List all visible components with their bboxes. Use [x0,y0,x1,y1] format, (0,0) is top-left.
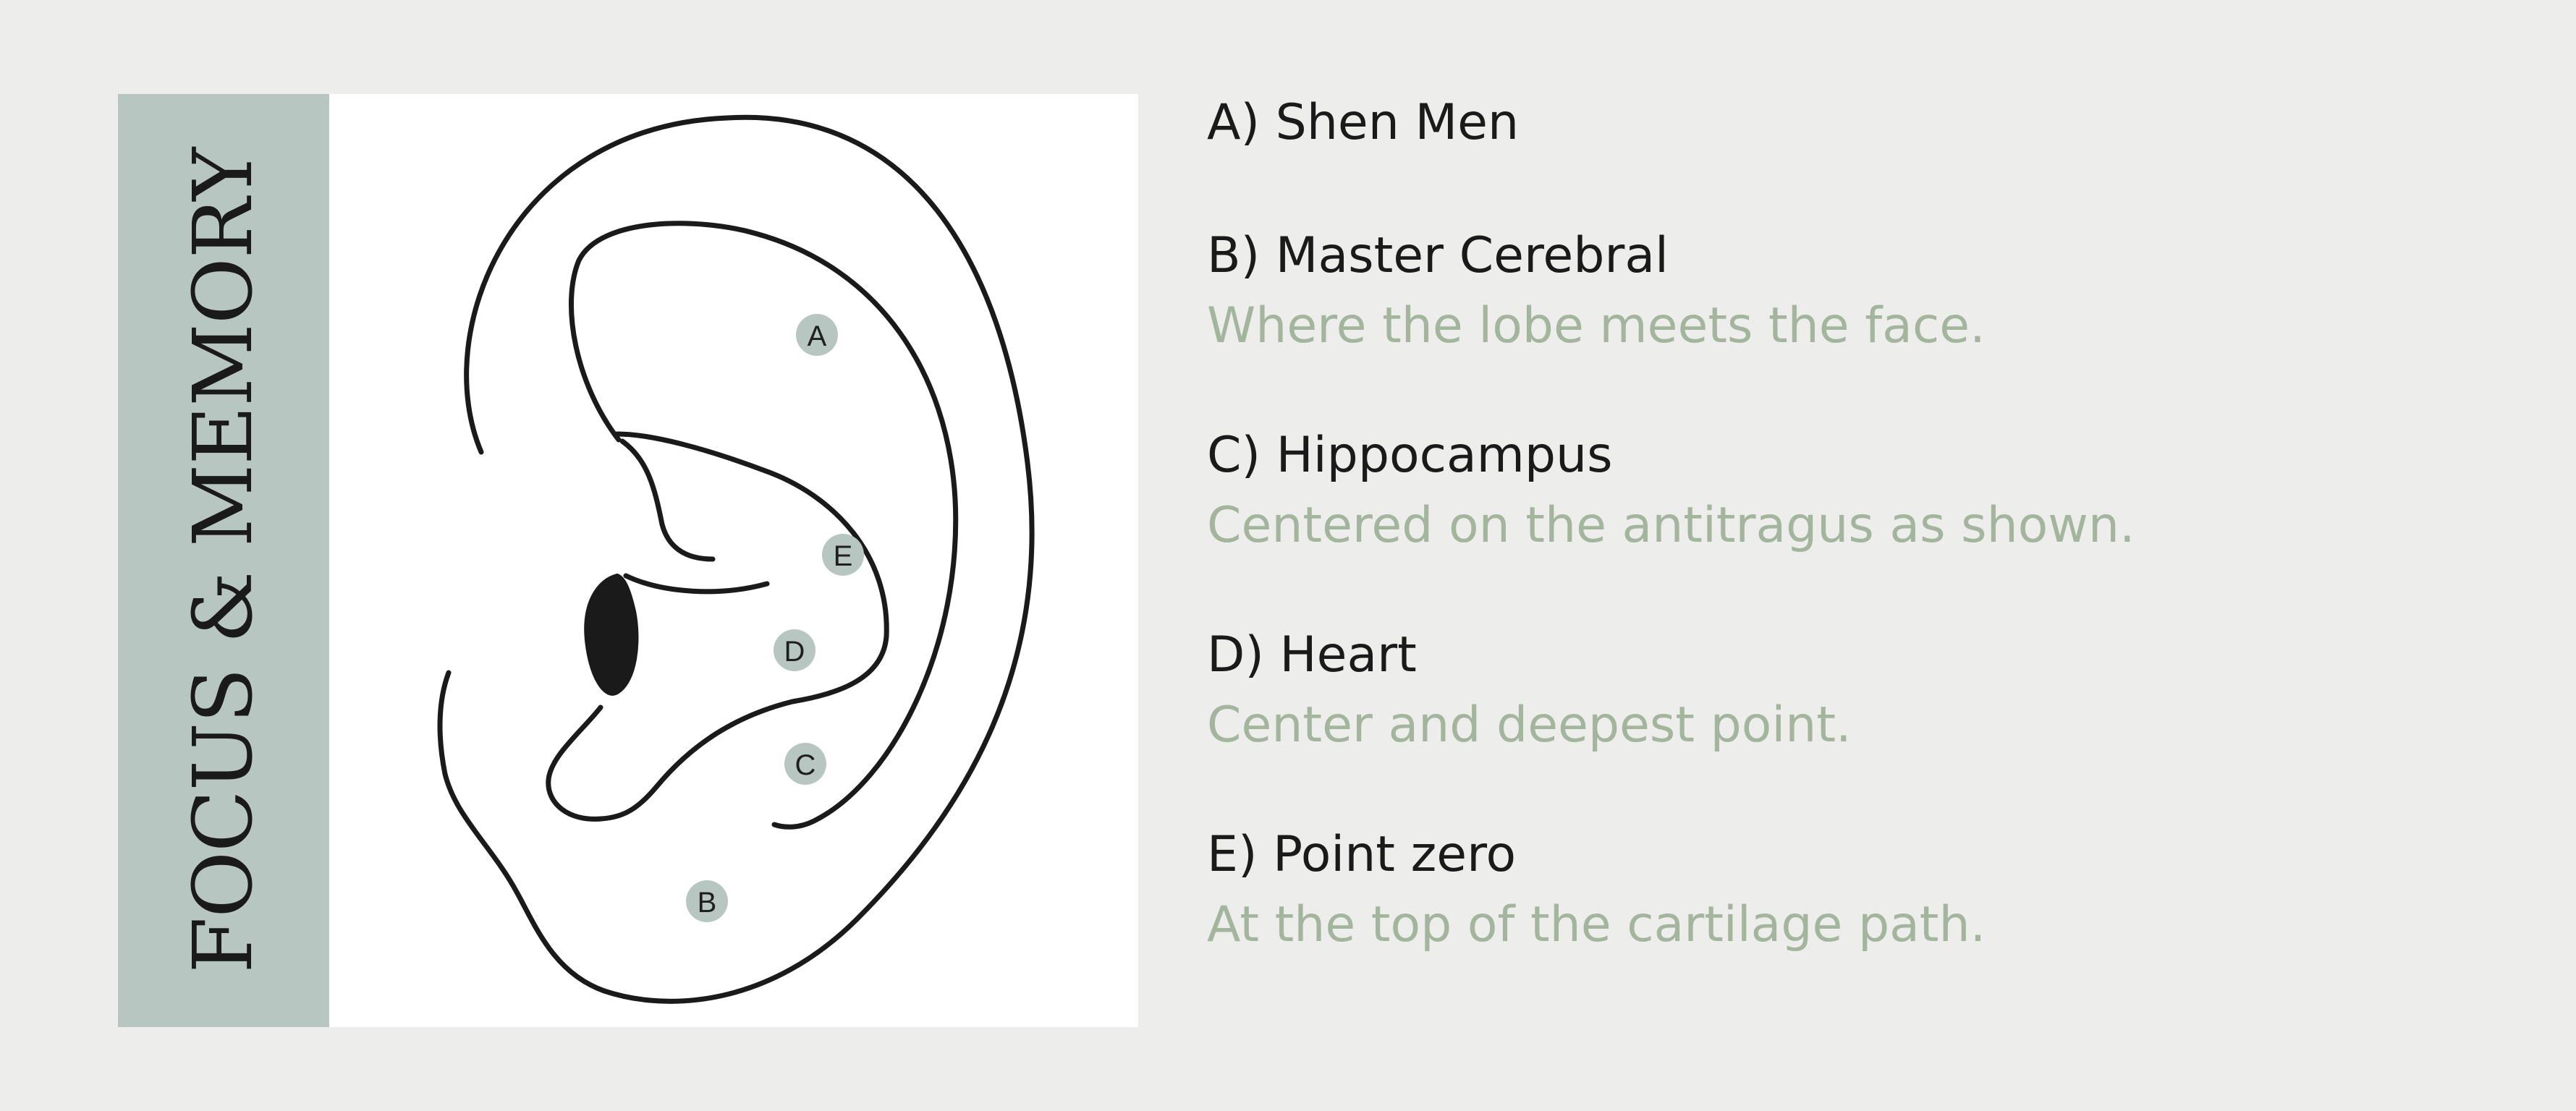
ear-canal [584,573,639,696]
legend-item-c: C) Hippocampus Centered on the antitragu… [1207,418,2509,558]
legend-item-a: A) Shen Men [1207,85,2509,161]
legend-label: E) Point zero [1207,826,1517,883]
sidebar-title: FOCUS & MEMORY [177,148,271,974]
point-c-dot [784,743,826,785]
legend-item-b: B) Master Cerebral Where the lobe meets … [1207,218,2509,359]
point-b-label: B [698,887,717,919]
point-b-dot [686,880,728,922]
legend-description: Center and deepest point. [1207,697,1852,754]
legend-label: B) Master Cerebral [1207,227,1669,284]
point-a-label: A [808,320,827,352]
ear-inner-helix [568,221,959,830]
diagram-card: FOCUS & MEMORY A E D [118,94,1138,1027]
ear-crus-line [619,438,716,562]
legend-label: D) Heart [1207,626,1417,684]
point-marker-a: A [796,314,838,356]
legend-label: A) Shen Men [1207,94,1520,151]
point-e-label: E [834,540,853,572]
sidebar-banner: FOCUS & MEMORY [118,94,329,1027]
point-marker-e: E [822,534,864,576]
ear-crus-lower-line [623,573,770,595]
ear-upper-fold [546,431,889,822]
legend-label: C) Hippocampus [1207,427,1613,484]
legend-item-e: E) Point zero At the top of the cartilag… [1207,817,2509,958]
legend-description: Centered on the antitragus as shown. [1207,497,2135,554]
legend-description: At the top of the cartilage path. [1207,896,1986,953]
point-e-dot [822,534,864,576]
ear-diagram: A E D C B [437,114,1035,1004]
point-marker-d: D [774,629,815,671]
point-marker-c: C [784,743,826,785]
ear-outer-helix [437,114,1035,1004]
point-d-label: D [784,636,805,668]
point-marker-b: B [686,880,728,922]
legend-description: Where the lobe meets the face. [1207,297,1986,354]
point-c-label: C [795,749,816,781]
point-d-dot [774,629,815,671]
point-a-dot [796,314,838,356]
legend-item-d: D) Heart Center and deepest point. [1207,618,2509,758]
